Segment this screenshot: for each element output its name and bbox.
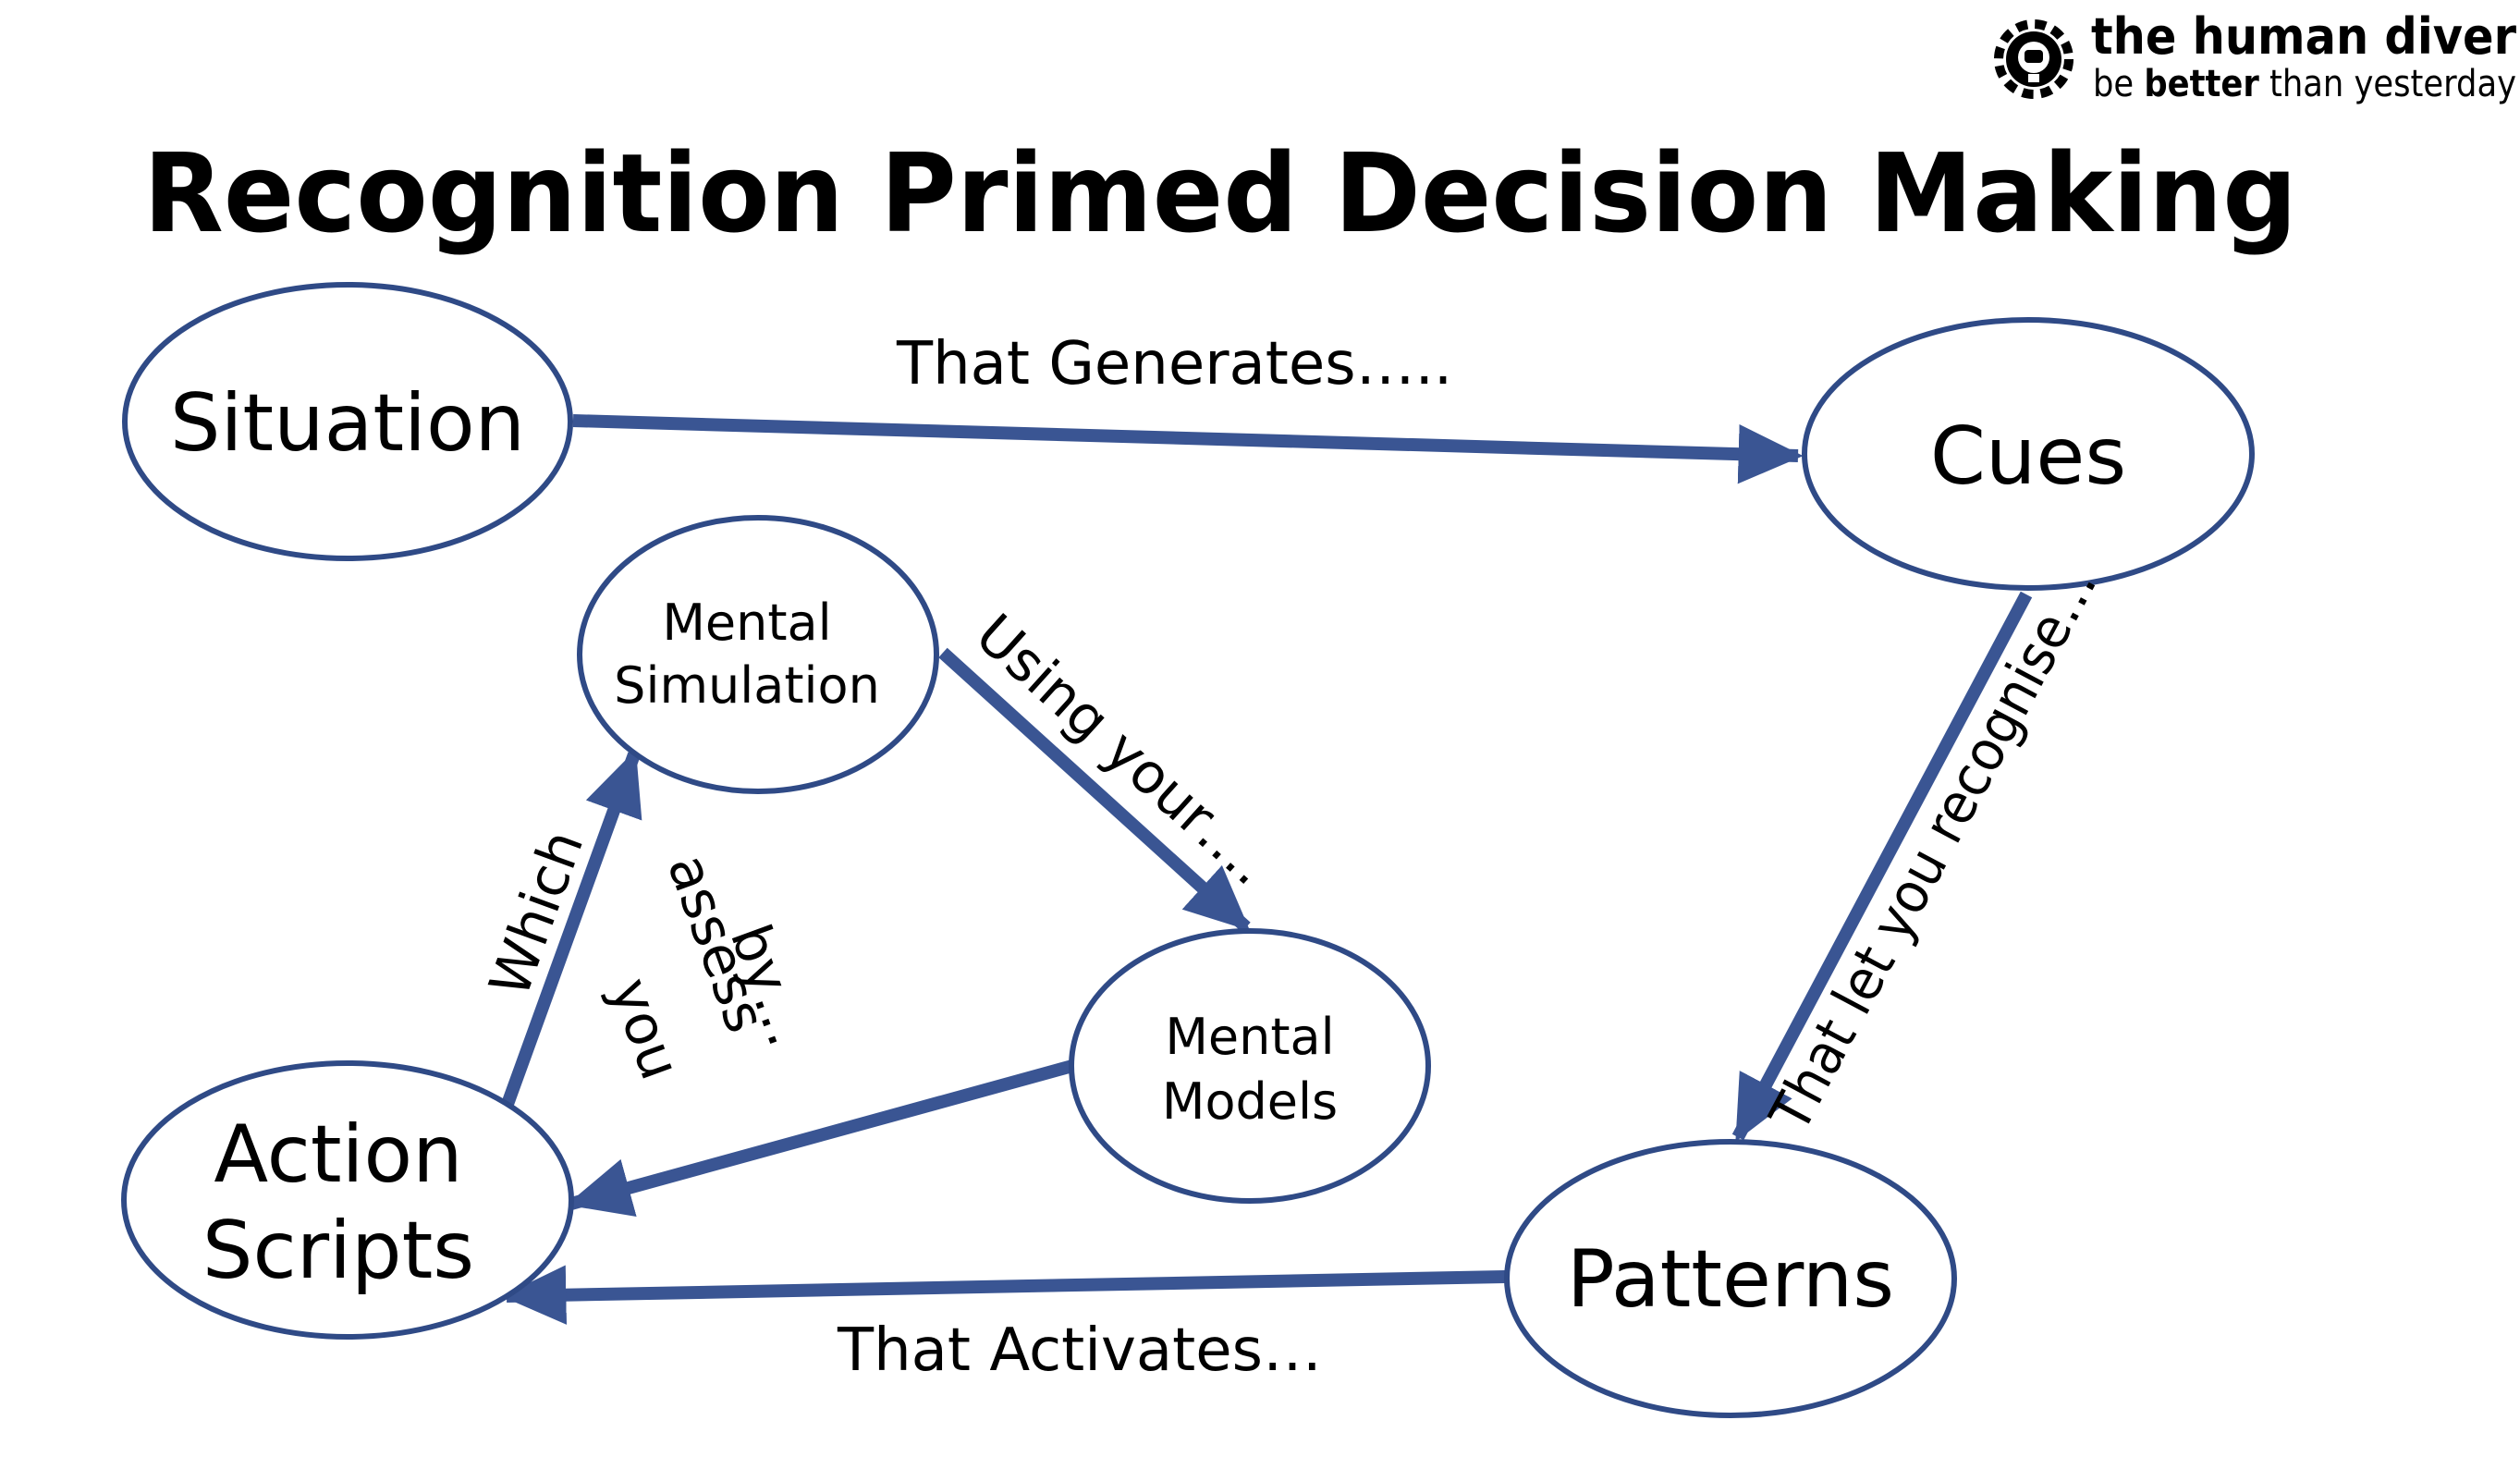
edge-label-that-generates: That Generates….. xyxy=(896,330,1452,398)
nodes xyxy=(121,282,2255,1418)
edge-label-that-activates: That Activates… xyxy=(837,1316,1322,1385)
arrow-action-scripts-to-mental-simulation xyxy=(500,749,642,1109)
brand-tagline-pre: be xyxy=(2093,63,2144,105)
node-situation xyxy=(122,282,573,561)
brand-name-prefix: the xyxy=(2091,7,2193,66)
node-cues xyxy=(1802,317,2255,591)
arrow-mental-simulation-to-mental-models xyxy=(938,647,1251,933)
diver-helmet-gear-icon xyxy=(1994,19,2073,99)
arrow-mental-models-to-action-scripts xyxy=(566,1059,1074,1217)
node-mental-models-label-line2: Models xyxy=(1162,1072,1338,1131)
edges xyxy=(500,414,2033,1325)
brand-name-bold: human diver xyxy=(2193,7,2517,66)
edge-label-using-your: Using your…. xyxy=(963,602,1282,898)
brand-tagline: be better than yesterday xyxy=(2093,63,2516,105)
node-patterns-label: Patterns xyxy=(1567,1233,1894,1326)
arrow-situation-to-cues xyxy=(572,414,1804,484)
node-mental-models xyxy=(1069,928,1431,1204)
node-mental-simulation-label-line2: Simulation xyxy=(614,656,880,715)
brand-logo: the human diver be better than yesterday xyxy=(1994,7,2516,105)
node-patterns xyxy=(1504,1139,1957,1418)
node-action-scripts xyxy=(121,1060,574,1340)
node-action-scripts-label-line2: Scripts xyxy=(202,1205,474,1297)
edge-label-that-let-you-recognise: That let you recognise… xyxy=(1757,557,2110,1143)
node-mental-simulation-label-line1: Mental xyxy=(662,594,831,652)
edge-label-you: you xyxy=(597,970,692,1088)
arrow-patterns-to-action-scripts xyxy=(501,1265,1506,1325)
brand-tagline-post: than yesterday xyxy=(2259,63,2516,105)
node-action-scripts-label-line1: Action xyxy=(214,1108,462,1201)
page-title: Recognition Primed Decision Making xyxy=(143,129,2297,257)
node-situation-label: Situation xyxy=(170,377,525,470)
brand-tagline-bold: better xyxy=(2144,63,2259,105)
node-cues-label: Cues xyxy=(1930,410,2126,503)
node-mental-simulation xyxy=(577,515,939,794)
arrow-cues-to-patterns xyxy=(1731,591,2033,1142)
node-mental-models-label-line1: Mental xyxy=(1165,1008,1334,1066)
brand-name: the human diver xyxy=(2091,7,2516,66)
